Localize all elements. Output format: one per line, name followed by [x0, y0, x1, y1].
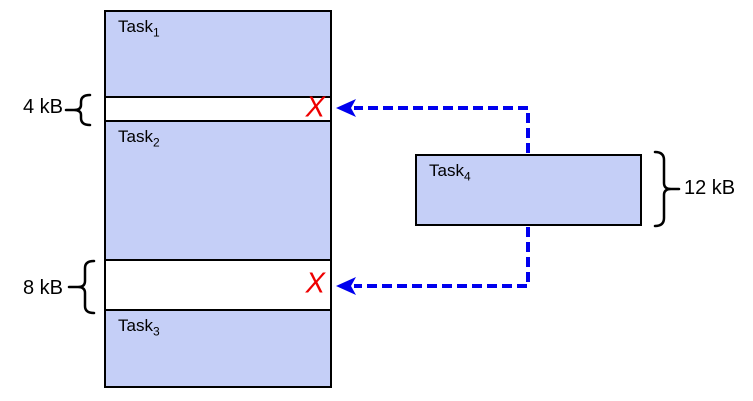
arrowhead-8kb — [336, 277, 356, 295]
arrowhead-4kb — [336, 99, 356, 117]
reject-x-mark-4kb: X — [305, 91, 325, 124]
memory-segment-task1: Task1 — [106, 12, 330, 98]
free-gap-8kb: X — [106, 261, 330, 311]
free-gap-4kb: X — [106, 93, 330, 122]
task2-label-sub: 2 — [152, 135, 160, 150]
brace-12kb — [653, 150, 681, 228]
gap-size-label-8kb: 8 kB — [22, 277, 63, 299]
task1-label: Task1 — [118, 16, 160, 38]
task3-label-base: Task — [118, 316, 153, 335]
incoming-task-box: Task4 — [415, 154, 642, 226]
brace-4kb — [64, 93, 92, 127]
memory-segment-task3: Task3 — [106, 311, 330, 386]
task4-label: Task4 — [429, 160, 471, 182]
memory-segment-task2: Task2 — [106, 122, 330, 261]
memory-column: Task1 X Task2 X Task3 — [104, 10, 332, 388]
task4-label-base: Task — [429, 161, 464, 180]
reject-x-mark-8kb: X — [305, 267, 325, 300]
brace-8kb — [67, 259, 96, 315]
gap-size-label-4kb: 4 kB — [22, 96, 63, 118]
task4-size-label: 12 kB — [684, 177, 736, 199]
task2-label-base: Task — [118, 127, 153, 146]
task1-label-base: Task — [118, 17, 153, 36]
arrow-to-8kb-gap — [354, 227, 530, 288]
arrow-to-4kb-gap — [354, 106, 530, 153]
task3-label-sub: 3 — [152, 324, 160, 339]
task3-label: Task3 — [118, 315, 160, 337]
task2-label: Task2 — [118, 126, 160, 148]
task1-label-sub: 1 — [152, 25, 160, 40]
task4-label-sub: 4 — [463, 169, 471, 184]
